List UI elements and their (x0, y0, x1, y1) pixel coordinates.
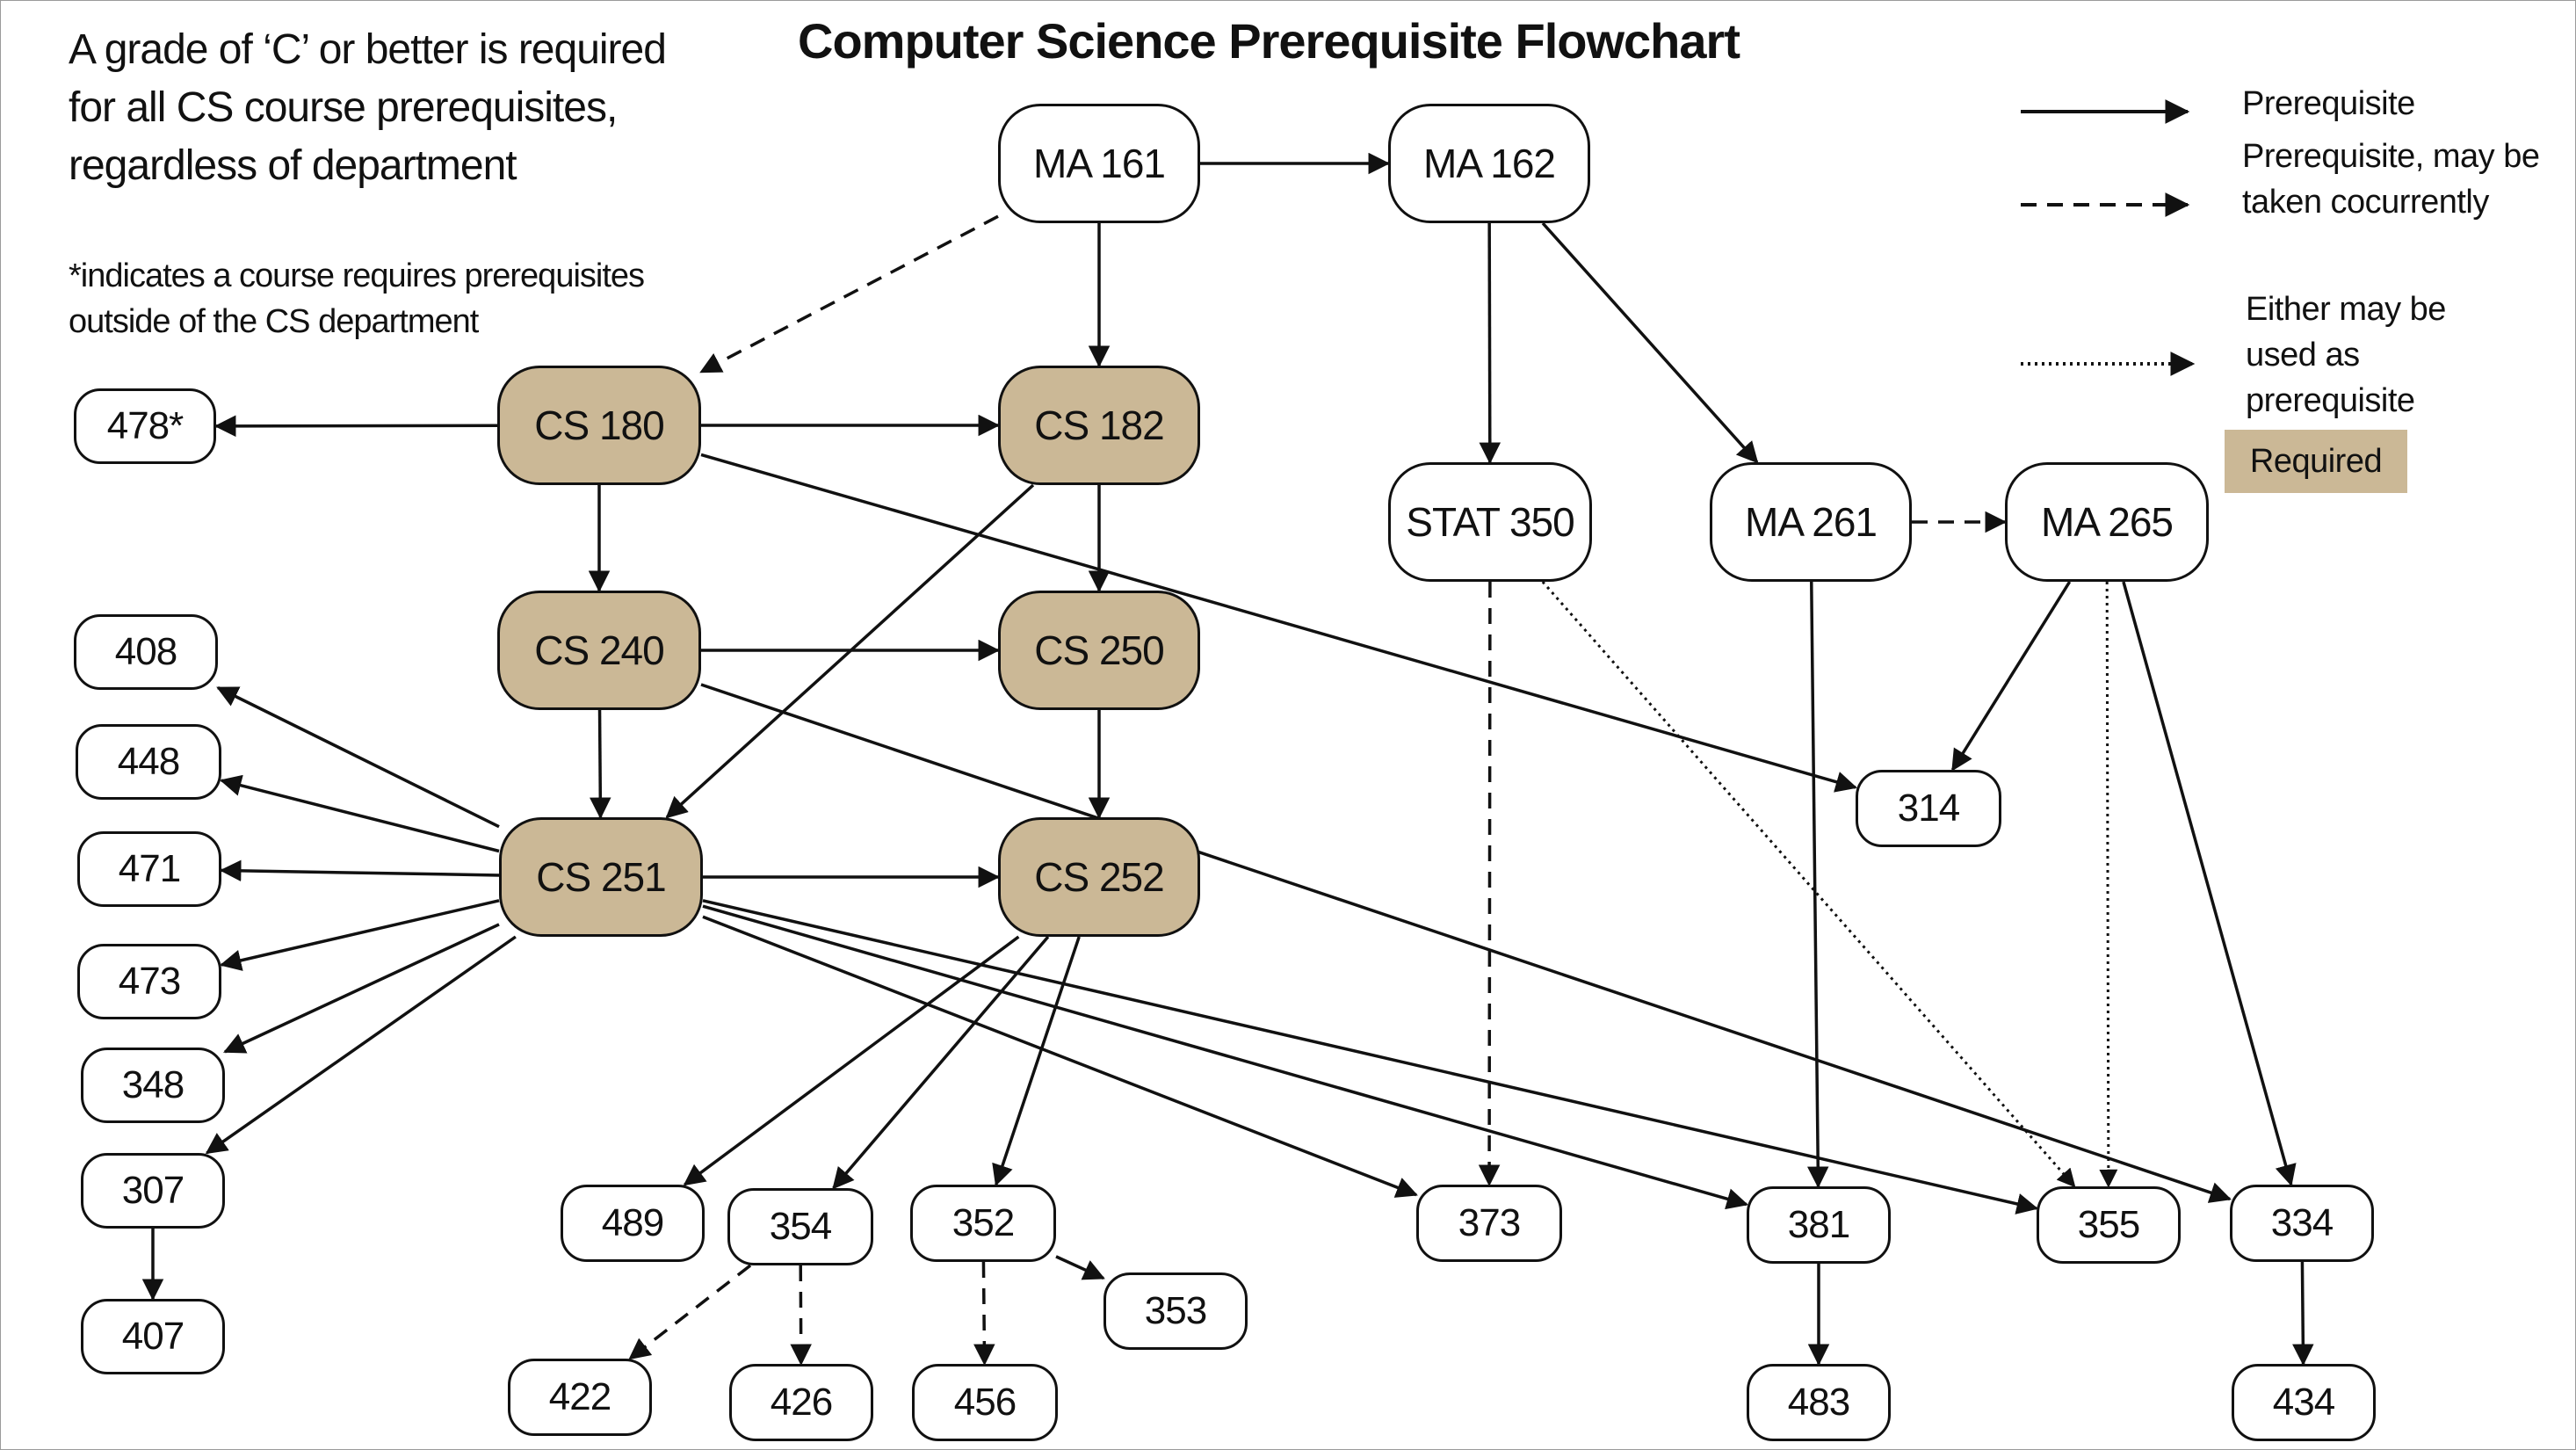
course-node-456[interactable]: 456 (912, 1364, 1058, 1441)
legend-concurrent-label-1: Prerequisite, may be (2242, 138, 2540, 175)
course-node-473[interactable]: 473 (77, 944, 221, 1019)
grade-note-line: for all CS course prerequisites, (69, 84, 618, 131)
course-node-353[interactable]: 353 (1103, 1272, 1248, 1350)
legend-concurrent-label-2: taken cocurrently (2242, 184, 2489, 221)
course-node-483[interactable]: 483 (1747, 1364, 1891, 1441)
legend-required-swatch: Required (2225, 430, 2407, 493)
course-node-478[interactable]: 478* (74, 388, 216, 464)
course-node-471[interactable]: 471 (77, 831, 221, 907)
footnote-line: outside of the CS department (69, 303, 479, 340)
course-node-cs251[interactable]: CS 251 (499, 817, 703, 937)
edge-cs251-to-c471 (219, 859, 500, 882)
edge-ma161-to-cs180 (699, 214, 999, 373)
course-node-334[interactable]: 334 (2230, 1185, 2374, 1262)
course-node-314[interactable]: 314 (1856, 770, 2001, 847)
edge-cs180-to-c314 (700, 453, 1857, 793)
edge-cs251-to-c373 (702, 915, 1418, 1198)
edge-ma265-to-c355 (2099, 581, 2118, 1188)
edge-ma265-to-c314 (1950, 581, 2072, 772)
edge-cs251-to-c381 (702, 904, 1748, 1210)
course-node-407[interactable]: 407 (81, 1299, 225, 1374)
course-node-348[interactable]: 348 (81, 1048, 225, 1123)
edge-cs251-to-c473 (220, 899, 500, 971)
course-node-307[interactable]: 307 (81, 1153, 225, 1229)
legend-prerequisite-label: Prerequisite (2242, 85, 2415, 122)
edge-ma162-to-ma261 (1541, 221, 1759, 464)
edge-cs252-to-c352 (992, 936, 1081, 1186)
legend-either-label-1: Either may be (2246, 291, 2446, 328)
grade-note: A grade of ‘C’ or better is required for… (69, 21, 667, 195)
footnote-line: *indicates a course requires prerequisit… (69, 257, 645, 294)
course-node-stat350[interactable]: STAT 350 (1388, 462, 1592, 582)
edge-c354-to-c426 (790, 1265, 812, 1367)
edge-stat350-to-c355 (1541, 581, 2076, 1188)
course-node-cs250[interactable]: CS 250 (998, 591, 1200, 710)
edge-stat350-to-c373 (1478, 581, 1501, 1187)
course-node-cs252[interactable]: CS 252 (998, 817, 1200, 937)
course-node-408[interactable]: 408 (74, 614, 218, 690)
edge-cs251-to-c355 (702, 899, 2038, 1214)
course-node-354[interactable]: 354 (727, 1188, 873, 1265)
legend-either-label-3: prerequisite (2246, 382, 2415, 419)
edge-ma162-to-stat350 (1479, 222, 1501, 465)
course-node-cs182[interactable]: CS 182 (998, 366, 1200, 485)
edge-c354-to-c422 (628, 1264, 752, 1360)
asterisk-footnote: *indicates a course requires prerequisit… (69, 253, 645, 344)
grade-note-line: A grade of ‘C’ or better is required (69, 26, 667, 73)
course-node-448[interactable]: 448 (76, 724, 221, 800)
edge-ma261-to-c381 (1807, 581, 1829, 1189)
course-node-355[interactable]: 355 (2037, 1186, 2181, 1264)
edge-c352-to-c456 (973, 1261, 995, 1367)
edge-c334-to-c434 (2292, 1261, 2314, 1367)
course-node-cs240[interactable]: CS 240 (497, 591, 701, 710)
edge-ma265-to-c334 (2122, 581, 2297, 1186)
course-node-426[interactable]: 426 (729, 1364, 873, 1441)
course-node-ma265[interactable]: MA 265 (2005, 462, 2209, 582)
course-node-422[interactable]: 422 (508, 1359, 652, 1436)
course-node-489[interactable]: 489 (561, 1185, 705, 1262)
course-node-cs180[interactable]: CS 180 (497, 366, 701, 485)
edge-cs240-to-cs251 (590, 709, 611, 820)
course-node-373[interactable]: 373 (1416, 1185, 1562, 1262)
edge-cs251-to-c448 (220, 774, 500, 853)
edge-cs251-to-c307 (205, 935, 517, 1155)
edge-cs240-to-c334 (700, 683, 2232, 1203)
edge-cs252-to-c489 (683, 935, 1020, 1186)
edge-c352-to-c353 (1055, 1255, 1105, 1280)
edge-cs251-to-c348 (223, 923, 500, 1054)
course-node-ma162[interactable]: MA 162 (1388, 104, 1590, 223)
page-title: Computer Science Prerequisite Flowchart (798, 13, 1740, 69)
course-node-434[interactable]: 434 (2232, 1364, 2376, 1441)
edge-cs180-to-c478 (213, 415, 498, 438)
edge-cs252-to-c354 (832, 935, 1050, 1190)
course-node-ma261[interactable]: MA 261 (1710, 462, 1912, 582)
grade-note-line: regardless of department (69, 142, 517, 189)
course-node-ma161[interactable]: MA 161 (998, 104, 1200, 223)
edge-cs251-to-c408 (216, 685, 500, 829)
legend-either-label-2: used as (2246, 337, 2360, 373)
course-node-352[interactable]: 352 (910, 1185, 1056, 1262)
course-node-381[interactable]: 381 (1747, 1186, 1891, 1264)
